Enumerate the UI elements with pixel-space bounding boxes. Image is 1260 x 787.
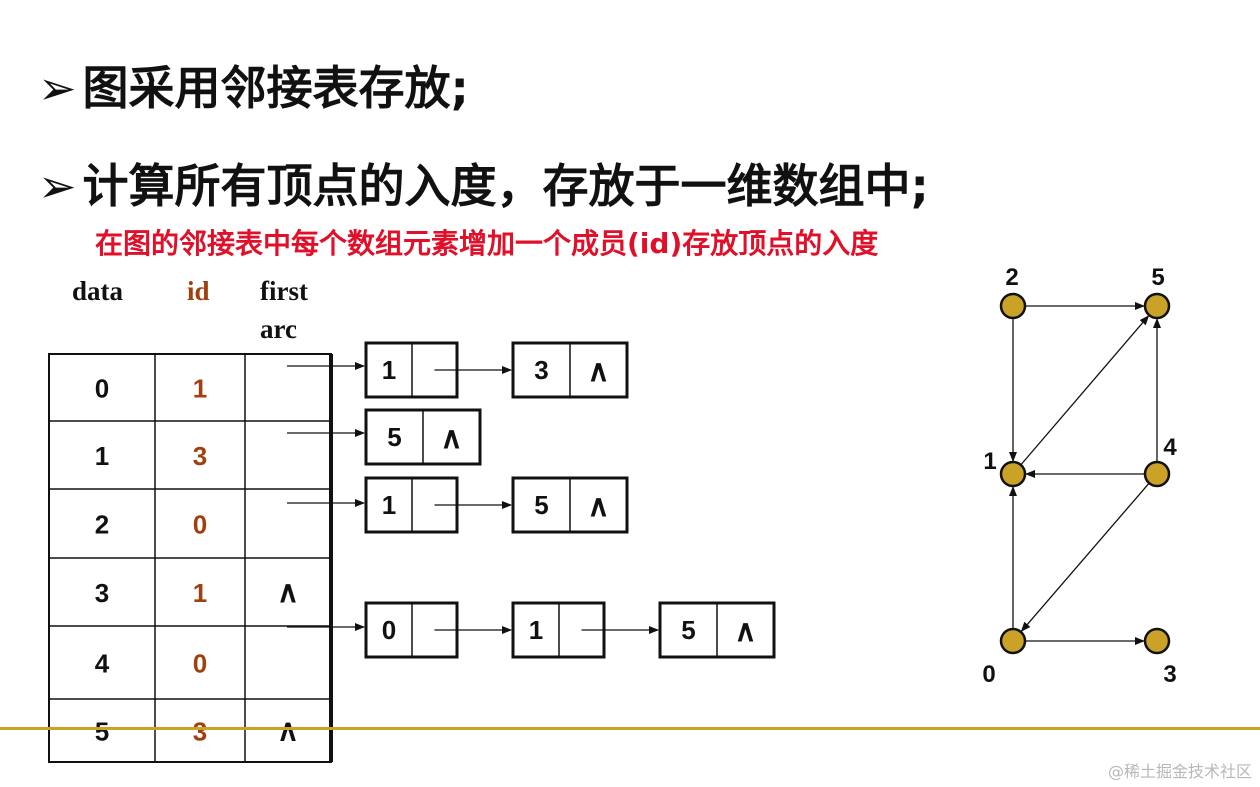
bullet-arrow-icon: ➢ bbox=[38, 61, 77, 115]
directed-graph: 0 1 2 3 4 5 bbox=[982, 264, 1177, 688]
graph-vertex bbox=[999, 627, 1027, 655]
cell-data: 3 bbox=[95, 578, 109, 608]
vertex-table: 0 1 1 3 2 0 3 1 ∧ 4 0 5 3 ∧ bbox=[48, 353, 333, 763]
header-data: data bbox=[72, 276, 124, 306]
bullet-text-2: 计算所有顶点的入度，存放于一维数组中; bbox=[82, 159, 929, 213]
red-note: 在图的邻接表中每个数组元素增加一个成员(id)存放顶点的入度 bbox=[95, 227, 879, 260]
bullet-indegree: ➢计算所有顶点的入度，存放于一维数组中; bbox=[38, 150, 929, 216]
cell-id: 1 bbox=[193, 578, 207, 608]
node-value: 3 bbox=[534, 355, 548, 385]
graph-vertex bbox=[1143, 627, 1171, 655]
null-symbol: ∧ bbox=[735, 615, 757, 648]
vertex-label: 0 bbox=[982, 661, 995, 688]
footer-line bbox=[0, 727, 1260, 730]
cell-id: 0 bbox=[193, 649, 207, 679]
vertex-label: 1 bbox=[983, 448, 996, 475]
graph-vertex bbox=[999, 292, 1027, 320]
null-symbol: ∧ bbox=[588, 355, 610, 388]
null-symbol: ∧ bbox=[441, 422, 463, 455]
header-arc: arc bbox=[260, 314, 297, 344]
node-value: 1 bbox=[382, 490, 396, 520]
cell-data: 2 bbox=[95, 510, 109, 540]
graph-vertex bbox=[1143, 292, 1171, 320]
adjacency-lists: 1 3 ∧ 5 ∧ 1 5 ∧ 0 1 5 ∧ bbox=[287, 341, 776, 659]
graph-edge bbox=[1020, 482, 1150, 632]
bullet-text-1: 图采用邻接表存放; bbox=[82, 61, 469, 115]
header-id: id bbox=[187, 276, 210, 306]
graph-edge bbox=[1020, 315, 1150, 466]
cell-id: 0 bbox=[193, 510, 207, 540]
vertex-label: 4 bbox=[1163, 434, 1177, 461]
bullet-storage: ➢图采用邻接表存放; bbox=[38, 52, 469, 118]
vertex-label: 2 bbox=[1005, 264, 1018, 291]
cell-data: 4 bbox=[95, 649, 110, 679]
bullet-arrow-icon: ➢ bbox=[38, 159, 77, 213]
cell-id: 1 bbox=[193, 374, 207, 404]
vertex-label: 5 bbox=[1151, 264, 1164, 291]
cell-data: 0 bbox=[95, 374, 109, 404]
graph-vertex bbox=[999, 460, 1027, 488]
cell-data: 5 bbox=[95, 717, 109, 747]
vertex-label: 3 bbox=[1163, 661, 1176, 688]
cell-firstarc-null: ∧ bbox=[277, 576, 299, 609]
graph-vertex bbox=[1143, 460, 1171, 488]
node-value: 5 bbox=[387, 422, 401, 452]
cell-data: 1 bbox=[95, 441, 109, 471]
header-first: first bbox=[260, 276, 308, 306]
cell-id: 3 bbox=[193, 441, 207, 471]
node-value: 1 bbox=[529, 615, 543, 645]
cell-firstarc-null: ∧ bbox=[277, 715, 299, 748]
node-value: 1 bbox=[382, 355, 396, 385]
node-value: 0 bbox=[382, 615, 396, 645]
node-value: 5 bbox=[681, 615, 695, 645]
watermark: @稀土掘金技术社区 bbox=[1107, 762, 1252, 781]
cell-id: 3 bbox=[193, 717, 207, 747]
node-value: 5 bbox=[534, 490, 548, 520]
null-symbol: ∧ bbox=[588, 490, 610, 523]
